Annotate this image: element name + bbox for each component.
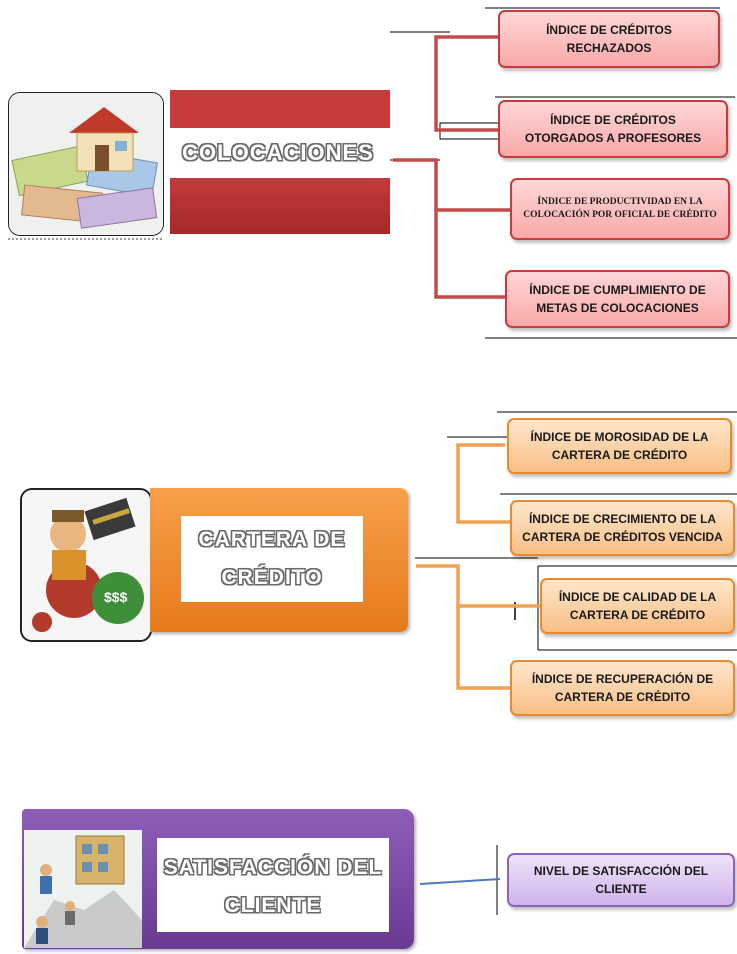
index-label: NIVEL DE SATISFACCIÓN DEL CLIENTE	[533, 864, 709, 896]
index-box: ÍNDICE DE PRODUCTIVIDAD EN LA COLOCACIÓN…	[510, 178, 730, 240]
colocaciones-title: COLOCACIONES	[182, 140, 374, 165]
index-box: ÍNDICE DE CRÉDITOS RECHAZADOS	[498, 10, 720, 68]
satisfaccion-title-panel	[157, 838, 389, 932]
index-box: ÍNDICE DE CALIDAD DE LA CARTERA DE CRÉDI…	[540, 578, 735, 634]
colocaciones-image	[8, 92, 164, 236]
svg-text:$$$: $$$	[104, 589, 128, 605]
house-money-icon	[9, 93, 163, 235]
colocaciones-banner-bottom	[170, 178, 390, 234]
debt-cartoon-icon: $$$	[22, 490, 150, 640]
index-box: NIVEL DE SATISFACCIÓN DEL CLIENTE	[507, 853, 735, 907]
cartera-title-line1: CARTERA DE	[198, 528, 346, 551]
index-label: ÍNDICE DE CALIDAD DE LA CARTERA DE CRÉDI…	[558, 590, 717, 622]
index-label: ÍNDICE DE RECUPERACIÓN DE CARTERA DE CRÉ…	[531, 672, 714, 704]
index-box: ÍNDICE DE MOROSIDAD DE LA CARTERA DE CRÉ…	[507, 418, 732, 474]
index-box: ÍNDICE DE RECUPERACIÓN DE CARTERA DE CRÉ…	[510, 660, 735, 716]
index-box: ÍNDICE DE CUMPLIMIENTO DE METAS DE COLOC…	[505, 270, 730, 328]
index-label: ÍNDICE DE CRÉDITOS RECHAZADOS	[546, 23, 672, 55]
satisfaccion-image	[24, 830, 142, 948]
index-label: ÍNDICE DE PRODUCTIVIDAD EN LA COLOCACIÓN…	[523, 197, 717, 220]
customers-building-icon	[24, 830, 142, 948]
cartera-title-line2: CRÉDITO	[221, 566, 323, 589]
satisfaccion-title-line1: SATISFACCIÓN DEL	[163, 856, 383, 879]
index-label: ÍNDICE DE CRECIMIENTO DE LA CARTERA DE C…	[522, 512, 723, 544]
colocaciones-banner-top	[170, 90, 390, 128]
cartera-title-panel	[181, 516, 363, 602]
satisfaccion-title-line2: CLIENTE	[224, 894, 322, 917]
index-label: ÍNDICE DE MOROSIDAD DE LA CARTERA DE CRÉ…	[530, 430, 709, 462]
cartera-image: $$$	[20, 488, 152, 642]
index-box: ÍNDICE DE CRECIMIENTO DE LA CARTERA DE C…	[510, 500, 735, 556]
index-label: ÍNDICE DE CRÉDITOS OTORGADOS A PROFESORE…	[524, 113, 702, 145]
index-box: ÍNDICE DE CRÉDITOS OTORGADOS A PROFESORE…	[498, 100, 728, 158]
index-label: ÍNDICE DE CUMPLIMIENTO DE METAS DE COLOC…	[529, 283, 706, 315]
